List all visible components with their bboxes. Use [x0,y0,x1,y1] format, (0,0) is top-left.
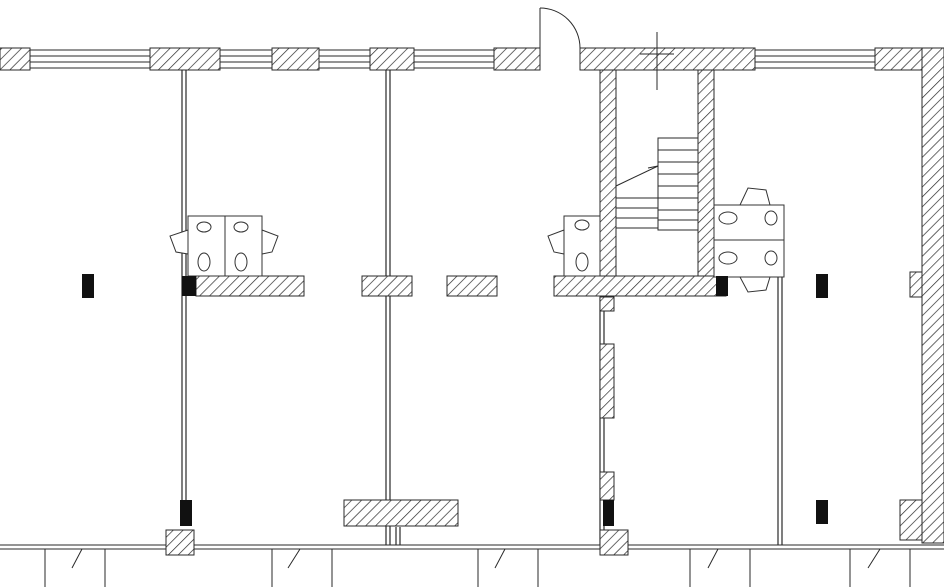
entrance-doors [44,548,911,587]
toilet-block-right [713,187,785,293]
column [816,500,828,524]
top-exterior-wall [0,47,944,71]
stair-treads [615,137,699,231]
column [816,274,828,298]
top-windows [29,49,876,69]
toilet-block-left [169,215,279,277]
bottom-storefront [0,544,944,550]
column [182,276,196,296]
right-exterior-wall [899,47,944,544]
toilet-block-middle [547,215,601,277]
column [82,274,94,298]
column [180,500,192,526]
columns [82,274,828,526]
column [716,276,728,296]
column [603,500,614,526]
top-door [539,7,581,68]
interior-walls [165,275,727,556]
stair-core [599,32,715,277]
